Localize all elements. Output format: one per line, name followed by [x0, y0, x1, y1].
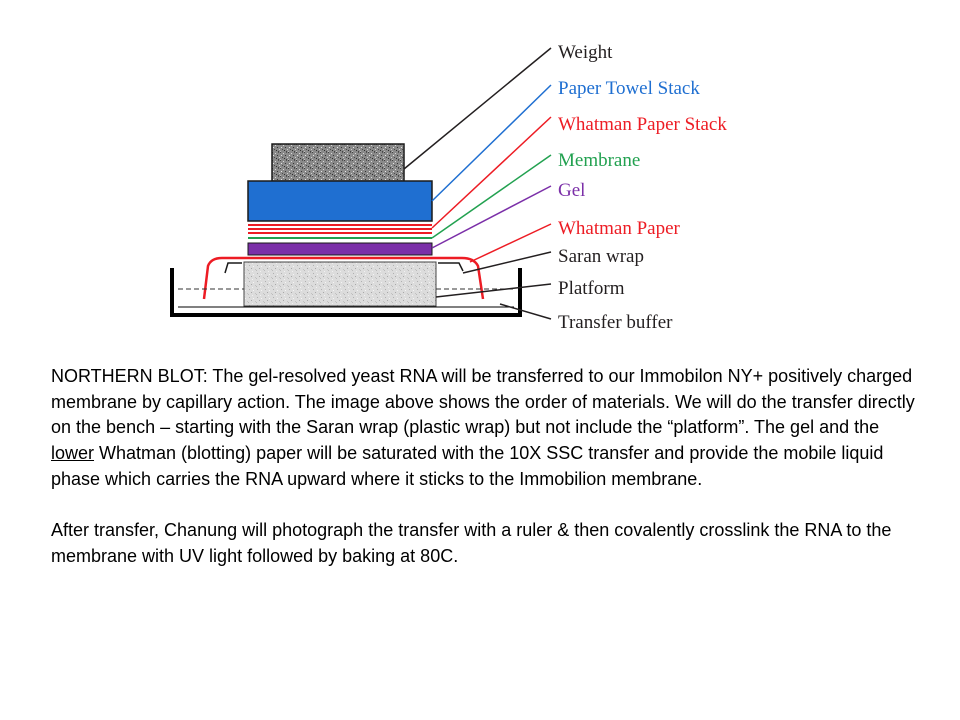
buffer-tray [170, 268, 522, 317]
paper-towel-block [247, 180, 433, 222]
leader-weight [403, 47, 552, 170]
caption-p1-rest: Whatman (blotting) paper will be saturat… [51, 443, 884, 489]
label-gel: Gel [558, 180, 585, 201]
diagram-labels: Weight Paper Towel Stack Whatman Paper S… [558, 42, 727, 333]
leader-membrane [431, 154, 552, 239]
caption-text: NORTHERN BLOT: The gel-resolved yeast RN… [51, 364, 921, 570]
saran-wrap-outline [224, 262, 464, 274]
label-membrane: Membrane [558, 150, 640, 171]
label-weight: Weight [558, 42, 613, 63]
weight-block [271, 143, 405, 184]
whatman-paper-wick [202, 256, 485, 300]
label-saran-wrap: Saran wrap [558, 246, 644, 267]
leader-paper-towel-stack [431, 84, 552, 202]
caption-paragraph-2: After transfer, Chanung will photograph … [51, 520, 892, 566]
caption-paragraph-1: NORTHERN BLOT: The gel-resolved yeast RN… [51, 364, 921, 493]
leader-lines [403, 47, 552, 320]
leader-whatman-paper [469, 223, 552, 263]
gel-block [247, 242, 433, 256]
platform-block [243, 261, 437, 307]
label-platform: Platform [558, 278, 625, 299]
label-paper-towel-stack: Paper Towel Stack [558, 78, 700, 99]
leader-saran-wrap [462, 251, 552, 274]
label-transfer-buffer: Transfer buffer [558, 312, 673, 333]
caption-p1-intro: NORTHERN BLOT: The gel-resolved yeast RN… [51, 366, 915, 438]
caption-underlined-word: lower [51, 443, 95, 464]
leader-gel [431, 185, 552, 249]
leader-platform [435, 283, 552, 298]
label-whatman-paper-stack: Whatman Paper Stack [558, 114, 727, 135]
leader-whatman-paper-stack [431, 116, 552, 229]
whatman-paper-stack-block [248, 224, 432, 234]
label-whatman-paper: Whatman Paper [558, 218, 681, 239]
leader-transfer-buffer [499, 303, 552, 320]
